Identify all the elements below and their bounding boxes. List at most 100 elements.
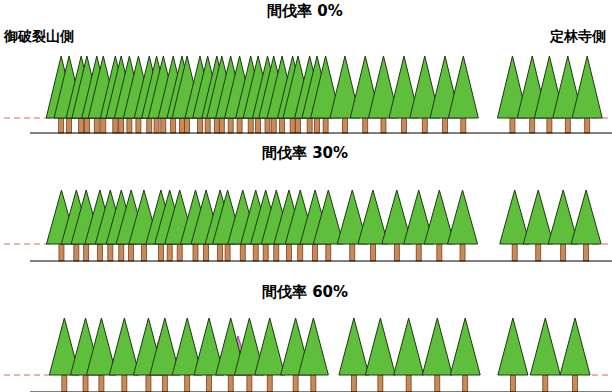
- tree-trunk: [83, 375, 88, 392]
- tree-trunk: [460, 244, 465, 261]
- tree-trunk: [351, 375, 356, 392]
- tree-crown: [339, 318, 369, 375]
- tree-trunk: [307, 118, 312, 133]
- tree-trunk: [218, 244, 223, 261]
- tree-trunk: [97, 244, 102, 261]
- tree-crown: [255, 318, 285, 375]
- tree-trunk: [127, 118, 132, 133]
- tree-trunk: [177, 244, 182, 261]
- tree-trunk: [59, 244, 64, 261]
- tree-crown: [450, 318, 480, 375]
- tree-trunk: [422, 118, 427, 133]
- tree-trunk: [512, 244, 517, 261]
- tree-trunk: [193, 244, 198, 261]
- reference-line: [4, 244, 50, 245]
- tree-crown: [498, 318, 528, 375]
- tree-trunk: [240, 244, 245, 261]
- tree-trunk: [129, 244, 134, 261]
- tree-trunk: [228, 118, 233, 133]
- tree-trunk: [185, 118, 190, 133]
- tree-trunk: [381, 118, 386, 133]
- tree-trunk: [311, 375, 316, 392]
- tree-trunk: [256, 118, 261, 133]
- tree-trunk: [406, 375, 411, 392]
- tree-trunk: [286, 244, 291, 261]
- tree-trunk: [141, 244, 146, 261]
- side-label: 御破裂山側: [4, 27, 74, 45]
- tree-trunk: [350, 244, 355, 261]
- tree-trunk: [162, 375, 167, 392]
- tree-trunk: [225, 244, 230, 261]
- tree-trunk: [79, 118, 84, 133]
- tree-trunk: [378, 375, 383, 392]
- tree-trunk: [585, 118, 590, 133]
- tree-crown: [394, 318, 424, 375]
- side-label: 定林寺側: [550, 27, 606, 45]
- tree-trunk: [247, 375, 252, 392]
- tree-trunk: [510, 118, 515, 133]
- ground-line: [30, 391, 612, 392]
- tree-crown: [448, 56, 478, 118]
- tree-trunk: [146, 375, 151, 392]
- tree-trunk: [370, 244, 375, 261]
- tree-trunk: [136, 118, 141, 133]
- tree-trunk: [179, 118, 184, 133]
- tree-crown: [572, 56, 602, 118]
- tree-trunk: [207, 375, 212, 392]
- tree-trunk: [437, 244, 442, 261]
- tree-trunk: [101, 118, 106, 133]
- tree-crown: [109, 318, 139, 375]
- tree-trunk: [228, 375, 233, 392]
- tree-trunk: [463, 375, 468, 392]
- tree-trunk: [280, 118, 285, 133]
- tree-trunk: [536, 244, 541, 261]
- tree-trunk: [561, 244, 566, 261]
- tree-trunk: [326, 244, 331, 261]
- tree-trunk: [113, 118, 118, 133]
- tree-trunk: [267, 375, 272, 392]
- tree-trunk: [323, 118, 328, 133]
- tree-trunk: [543, 375, 548, 392]
- tree-trunk: [296, 118, 301, 133]
- tree-crown: [530, 318, 560, 375]
- tree-trunk: [293, 375, 298, 392]
- tree-trunk: [394, 244, 399, 261]
- tree-crown: [365, 318, 395, 375]
- reference-line: [592, 375, 612, 376]
- tree-trunk: [99, 375, 104, 392]
- tree-trunk: [94, 118, 99, 133]
- tree-trunk: [435, 375, 440, 392]
- tree-trunk: [205, 118, 210, 133]
- reference-line: [4, 118, 50, 119]
- tree-trunk: [401, 118, 406, 133]
- tree-trunk: [315, 118, 320, 133]
- tree-trunk: [214, 118, 219, 133]
- tree-trunk: [290, 118, 295, 133]
- tree-trunk: [167, 244, 172, 261]
- tree-trunk: [67, 118, 72, 133]
- tree-crown: [358, 190, 388, 244]
- tree-trunk: [119, 118, 124, 133]
- tree-trunk: [363, 118, 368, 133]
- tree-trunk: [547, 118, 552, 133]
- tree-trunk: [154, 118, 159, 133]
- ground-line: [30, 132, 612, 133]
- tree-crown: [448, 190, 478, 244]
- tree-trunk: [416, 244, 421, 261]
- tree-trunk: [119, 244, 124, 261]
- panel-heading: 間伐率 60%: [262, 283, 348, 301]
- tree-crown: [313, 190, 343, 244]
- tree-trunk: [530, 118, 535, 133]
- tree-trunk: [573, 375, 578, 392]
- tree-trunk: [271, 118, 276, 133]
- tree-trunk: [237, 118, 242, 133]
- tree-trunk: [84, 244, 89, 261]
- ground-line: [30, 260, 612, 261]
- tree-trunk: [584, 244, 589, 261]
- tree-trunk: [161, 118, 166, 133]
- panel-heading: 間伐率 30%: [262, 144, 348, 162]
- tree-trunk: [263, 244, 268, 261]
- tree-trunk: [171, 118, 176, 133]
